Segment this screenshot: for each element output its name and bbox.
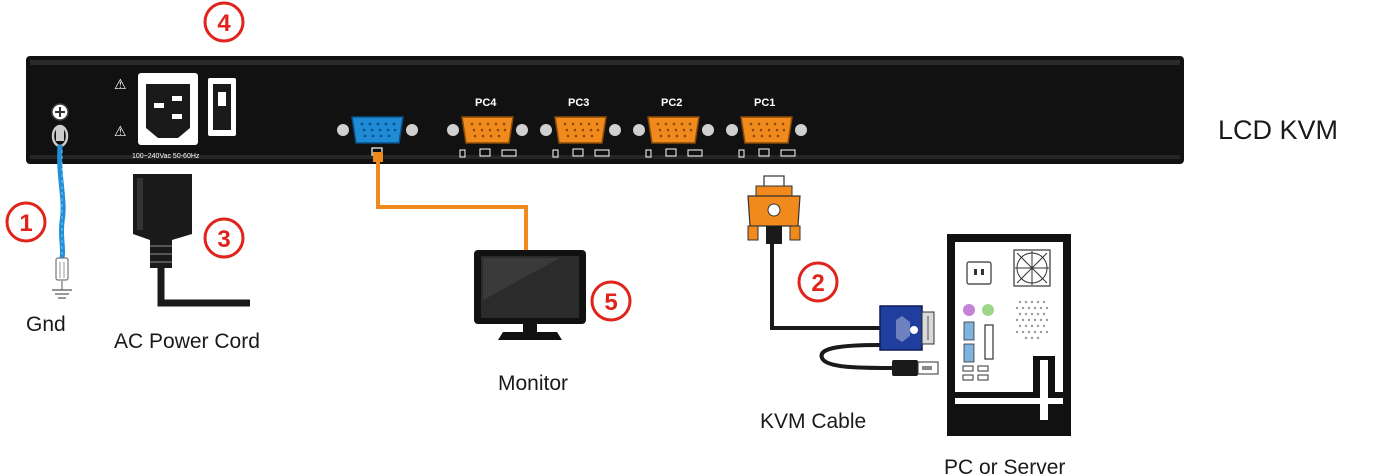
pc4-vga-port: PC4 xyxy=(447,97,528,158)
monitor-vga-port xyxy=(337,116,418,156)
svg-text:PC1: PC1 xyxy=(754,97,775,109)
callout-1: 1 xyxy=(5,201,47,243)
monitor-icon xyxy=(665,148,677,157)
pc1-vga-port: PC1 xyxy=(726,97,807,158)
svg-text:5: 5 xyxy=(604,289,617,316)
kvm-cable xyxy=(747,175,939,376)
svg-text:PC2: PC2 xyxy=(661,97,682,109)
svg-text:PC3: PC3 xyxy=(568,97,589,109)
mouse-icon xyxy=(738,149,745,158)
ground-terminal xyxy=(51,103,69,148)
monitor-cable xyxy=(373,152,528,254)
mouse-icon xyxy=(645,149,652,158)
svg-text:4: 4 xyxy=(217,10,231,37)
keyboard-icon xyxy=(687,149,703,157)
svg-text:PC4: PC4 xyxy=(475,97,497,109)
callout-3: 3 xyxy=(203,217,245,259)
mouse-icon xyxy=(459,149,466,158)
warning-icon: ⚠ xyxy=(114,123,127,139)
callout-2: 2 xyxy=(797,261,839,303)
svg-text:3: 3 xyxy=(217,226,230,253)
ac-power-cord-label: AC Power Cord xyxy=(114,330,260,353)
svg-text:1: 1 xyxy=(19,210,32,237)
lcd-kvm-title: LCD KVM xyxy=(1218,115,1338,145)
power-inlet-icon xyxy=(138,73,198,145)
monitor-icon xyxy=(479,148,491,157)
kvm-cable-label: KVM Cable xyxy=(760,410,866,433)
mouse-icon xyxy=(552,149,559,158)
voltage-label: 100~240Vac 50-60Hz xyxy=(132,153,200,160)
callout-4: 4 xyxy=(203,1,245,43)
pc-server-icon xyxy=(947,234,1071,436)
pc2-vga-port: PC2 xyxy=(633,97,714,158)
keyboard-icon xyxy=(501,149,517,157)
power-switch-icon[interactable] xyxy=(208,78,236,136)
keyboard-icon xyxy=(780,149,796,157)
kvm-rear-panel xyxy=(26,56,1184,164)
monitor-label: Monitor xyxy=(498,372,568,395)
warning-icon: ⚠ xyxy=(114,76,127,92)
monitor-icon xyxy=(758,148,770,157)
ground-icon xyxy=(52,281,72,299)
svg-text:2: 2 xyxy=(811,270,824,297)
pc-port-group: PC4 PC3 PC2 xyxy=(447,97,807,158)
pc-server-label: PC or Server xyxy=(944,456,1065,476)
monitor-icon xyxy=(474,250,586,340)
keyboard-icon xyxy=(594,149,610,157)
svg-text:⚠: ⚠ xyxy=(114,123,127,139)
fan-icon xyxy=(1013,249,1051,287)
monitor-icon xyxy=(572,148,584,157)
gnd-label: Gnd xyxy=(26,313,66,336)
callout-5: 5 xyxy=(590,280,632,322)
ground-wire xyxy=(55,144,69,281)
pc3-vga-port: PC3 xyxy=(540,97,621,158)
svg-text:⚠: ⚠ xyxy=(114,76,127,92)
power-cord-plug xyxy=(133,174,250,307)
